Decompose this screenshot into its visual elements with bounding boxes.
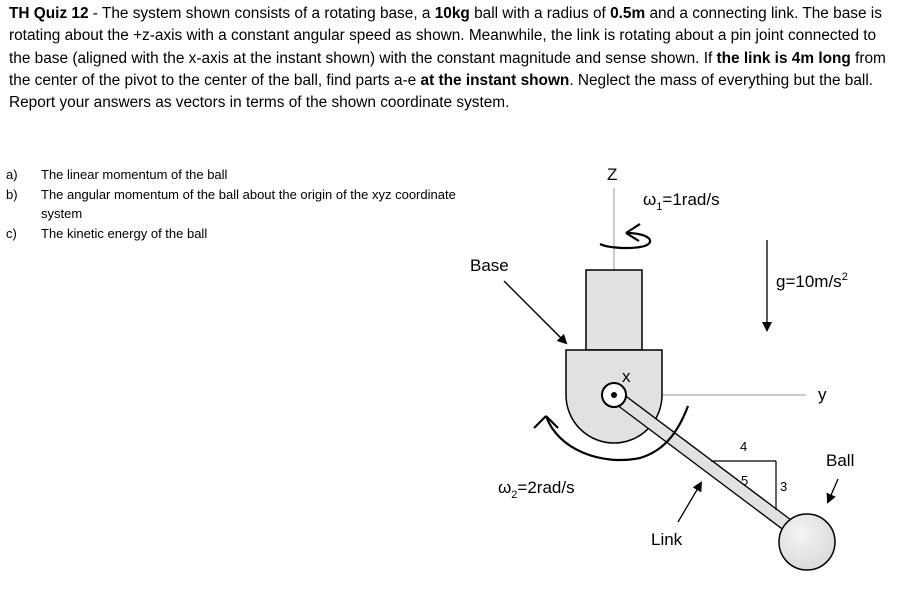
ball-pointer-arrow bbox=[826, 478, 839, 504]
link-label: Link bbox=[651, 530, 683, 549]
statement-bold-mass: 10kg bbox=[434, 5, 470, 22]
x-axis-label: x bbox=[622, 367, 631, 386]
base-pointer-arrow bbox=[503, 280, 568, 345]
base-label: Base bbox=[470, 256, 509, 275]
part-text: The linear momentum of the ball bbox=[41, 167, 228, 182]
slope-triangle bbox=[711, 460, 777, 510]
link-bar bbox=[607, 390, 813, 544]
x-axis-dot-icon bbox=[611, 392, 617, 398]
triangle-side-5: 5 bbox=[741, 473, 748, 488]
gravity-label: g=10m/s2 bbox=[776, 271, 848, 291]
statement-text-2: ball with a radius of bbox=[469, 5, 611, 22]
part-marker: b) bbox=[6, 186, 18, 202]
omega2-rotation-arrow bbox=[533, 405, 690, 462]
triangle-side-4: 4 bbox=[740, 439, 747, 454]
triangle-side-3: 3 bbox=[780, 479, 787, 494]
question-part-a: a) The linear momentum of the ball bbox=[6, 165, 466, 185]
link-pointer-arrow bbox=[677, 481, 703, 523]
question-parts-list: a) The linear momentum of the ball b) Th… bbox=[6, 165, 466, 243]
statement-bold-instant: at the instant shown bbox=[420, 71, 570, 89]
quiz-title: TH Quiz 12 bbox=[9, 5, 89, 22]
statement-bold-length: the link is 4m long bbox=[716, 49, 851, 67]
statement-bold-radius: 0.5m bbox=[610, 5, 646, 22]
question-part-c: c) The kinetic energy of the ball bbox=[6, 224, 466, 244]
question-part-b: b) The angular momentum of the ball abou… bbox=[6, 185, 466, 224]
ball bbox=[778, 513, 836, 571]
part-text: The kinetic energy of the ball bbox=[41, 225, 208, 241]
base-stem bbox=[585, 269, 643, 351]
part-marker: a) bbox=[6, 167, 18, 182]
statement-text-1: - The system shown consists of a rotatin… bbox=[88, 5, 435, 22]
omega1-label: ω1=1rad/s bbox=[643, 190, 720, 213]
statement-text-4: from the center of the pivot to the cent… bbox=[9, 49, 886, 89]
problem-statement: TH Quiz 12 - The system shown consists o… bbox=[9, 3, 889, 114]
omega2-label: ω2=2rad/s bbox=[498, 478, 575, 501]
part-marker: c) bbox=[6, 225, 17, 241]
omega1-rotation-arrow bbox=[599, 223, 652, 250]
z-axis-label: Z bbox=[607, 165, 617, 184]
part-text: The angular momentum of the ball about t… bbox=[41, 186, 456, 222]
y-axis-label: y bbox=[818, 385, 827, 404]
statement-text-5: . Neglect the mass of everything but the… bbox=[9, 71, 874, 112]
ball-label: Ball bbox=[826, 451, 854, 470]
statement-text-3: and a connecting link. The base is rotat… bbox=[9, 5, 882, 67]
